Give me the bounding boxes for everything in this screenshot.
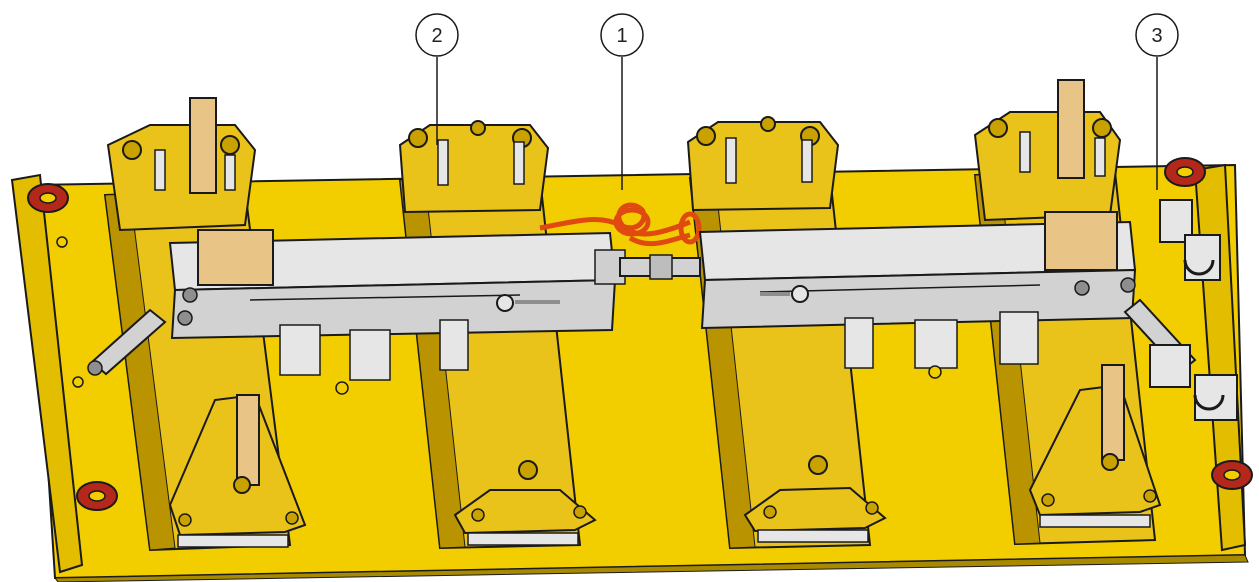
callout-2-bubble (415, 13, 459, 57)
callout-3: 3 (1135, 13, 1179, 190)
lifting-rings (27, 157, 1253, 511)
top-bracket-1-pad (189, 97, 217, 194)
lifting-ring-bottom-right (1211, 460, 1253, 490)
callout-1: 1 (600, 13, 644, 190)
left-clamp-beam (168, 229, 626, 340)
beam-mount-blocks (279, 311, 1039, 381)
lifting-ring-top-right (1164, 157, 1206, 187)
copper-pad-left (197, 229, 274, 286)
lifting-ring-top-left (27, 183, 69, 213)
top-clamp-brackets (106, 79, 1122, 232)
callout-3-bubble (1135, 13, 1179, 57)
callout-1-bubble (600, 13, 644, 57)
callout-3-label: 3 (1151, 25, 1162, 47)
callout-2: 2 (415, 13, 459, 145)
callout-1-label: 1 (616, 25, 627, 47)
bottom-bracket-3 (743, 486, 887, 533)
base-plate-front-edge (54, 554, 1249, 582)
coolant-hose (539, 202, 702, 247)
top-bracket-2 (398, 124, 550, 214)
bottom-clamp-brackets (168, 364, 1162, 548)
right-pneumatic-cylinders (1123, 199, 1238, 421)
locating-holes (56, 236, 942, 395)
left-side-rail (10, 173, 84, 574)
center-connector-rod (619, 254, 701, 280)
top-bracket-4-pad (1057, 79, 1085, 179)
lifting-ring-bottom-left (76, 481, 118, 511)
top-bracket-1 (106, 124, 257, 232)
callout-2-label: 2 (431, 25, 442, 47)
bottom-bracket-2 (453, 489, 597, 535)
copper-pad-right (1044, 211, 1118, 271)
left-pneumatic-cylinder (87, 308, 167, 376)
